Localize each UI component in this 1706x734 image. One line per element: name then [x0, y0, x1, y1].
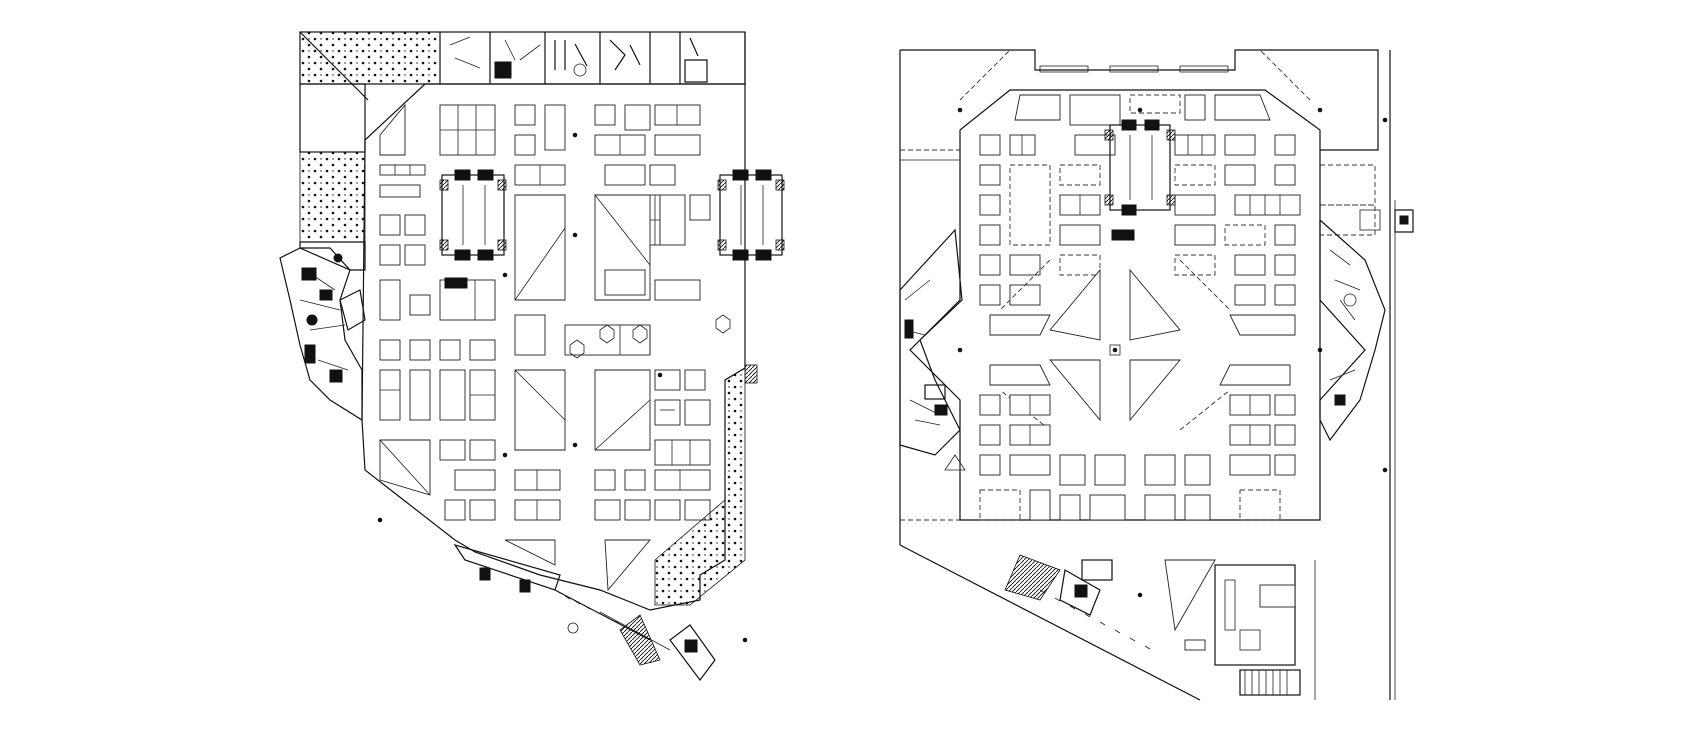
- left-west-zones: [279, 83, 366, 422]
- right-west-exhibit: [899, 228, 966, 471]
- left-south-facade: [453, 543, 716, 681]
- left-east-zone: [654, 364, 758, 606]
- right-floor-plan: [899, 49, 1414, 701]
- left-escalators: [439, 169, 785, 261]
- right-escalator: [1104, 119, 1176, 241]
- left-booth-grid: [379, 104, 731, 592]
- right-main-hall-outline: [909, 89, 1366, 521]
- left-column-markers: [377, 132, 748, 643]
- left-floor-plan: [279, 31, 785, 681]
- right-column-markers: [957, 107, 1388, 598]
- right-booth-grid: [979, 94, 1301, 521]
- left-top-strip: [299, 31, 746, 101]
- right-south-section: [899, 544, 1316, 701]
- right-east-exhibit: [1319, 209, 1414, 442]
